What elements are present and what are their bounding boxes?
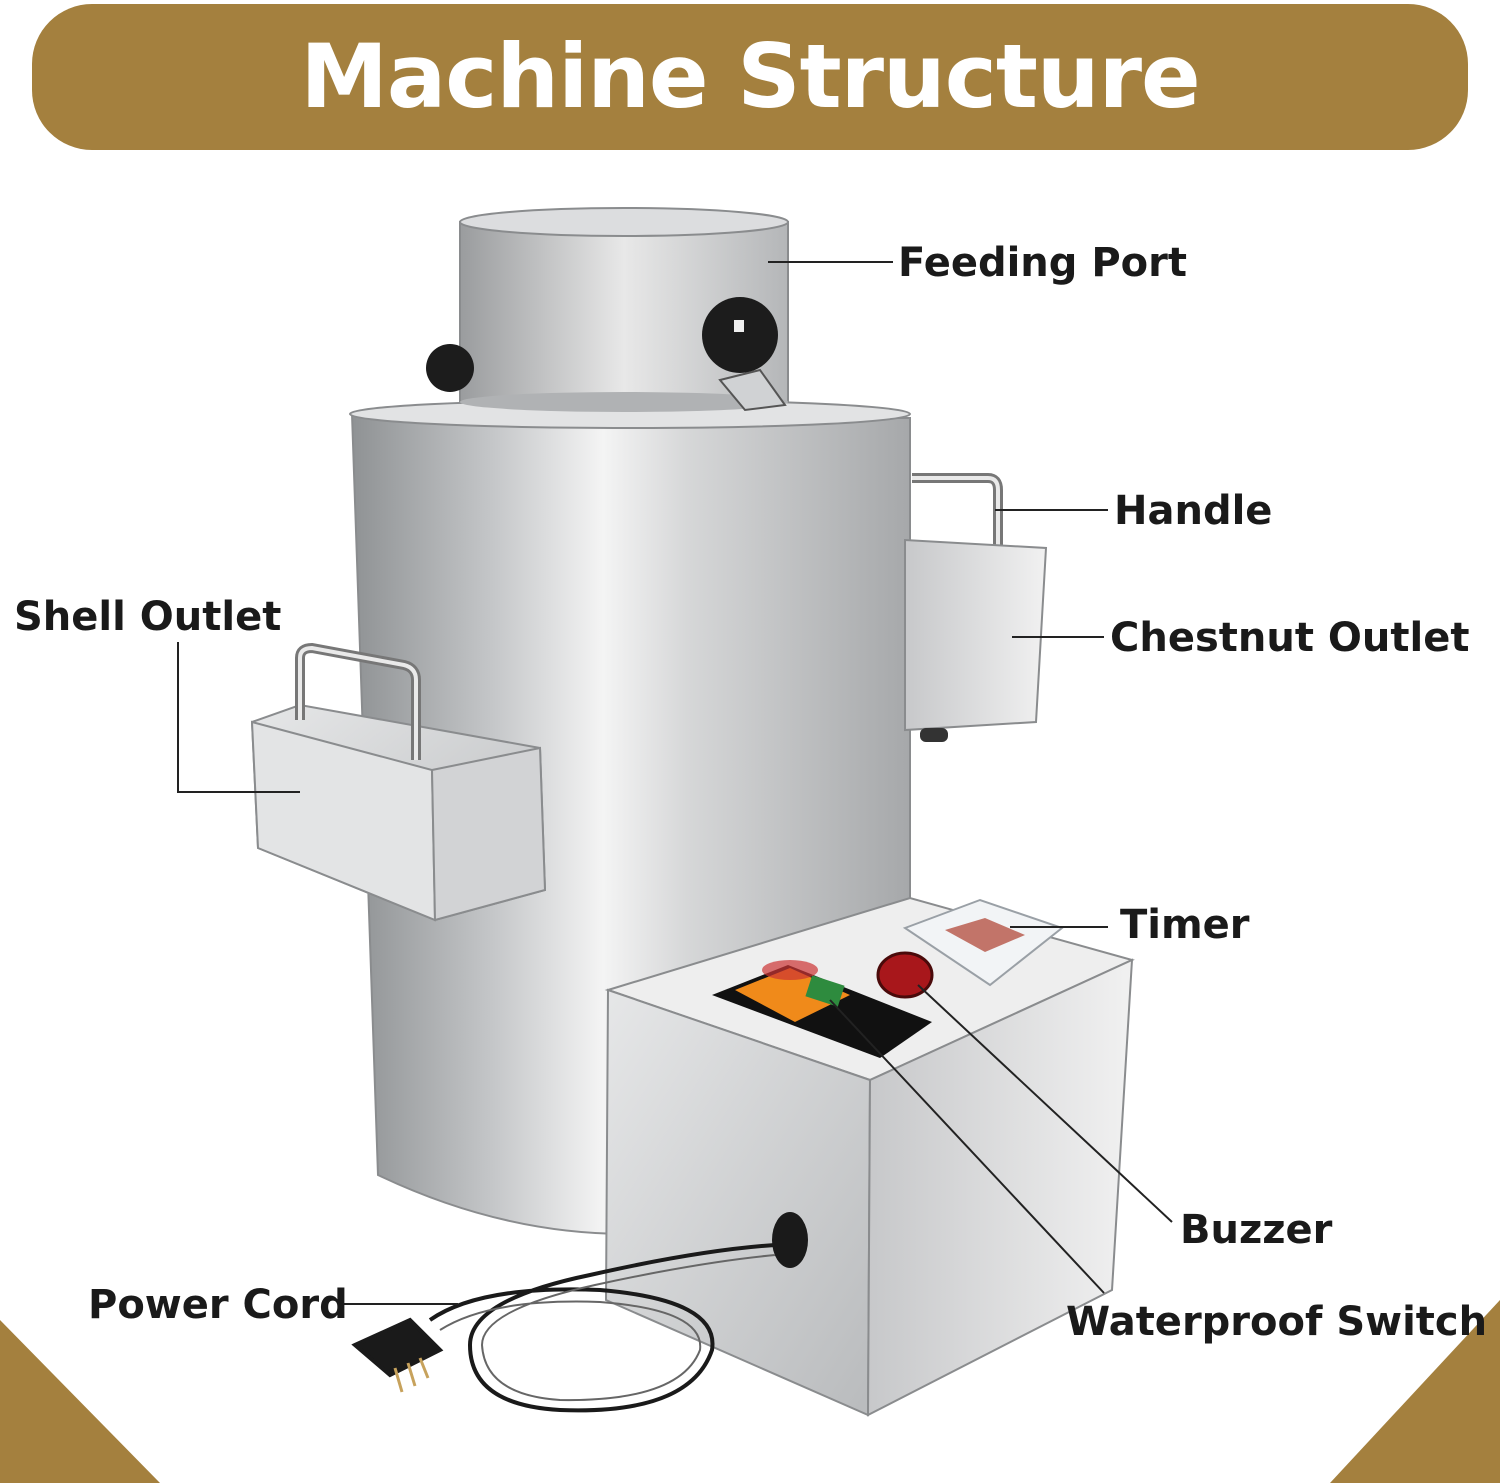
leader-lines [177,261,1173,1305]
corner-right [1330,1300,1500,1483]
label-waterproof-switch: Waterproof Switch [1066,1299,1488,1345]
knob-right [702,297,778,373]
label-feeding-port: Feeding Port [898,240,1187,286]
control-box [604,896,1135,1417]
title-banner: Machine Structure [32,4,1468,150]
page-title: Machine Structure [300,25,1200,128]
shell-outlet-box [250,642,547,922]
label-shell-outlet: Shell Outlet [14,594,282,640]
corner-left [0,1320,160,1483]
power-cord [351,1243,776,1413]
label-power-cord: Power Cord [88,1282,348,1328]
label-buzzer: Buzzer [1180,1207,1333,1253]
label-handle: Handle [1114,488,1273,534]
knob-left [426,344,474,392]
feeding-port-cylinder [426,207,789,412]
chestnut-outlet-box [904,473,1048,742]
label-timer: Timer [1120,902,1250,948]
label-chestnut-outlet: Chestnut Outlet [1110,615,1470,661]
